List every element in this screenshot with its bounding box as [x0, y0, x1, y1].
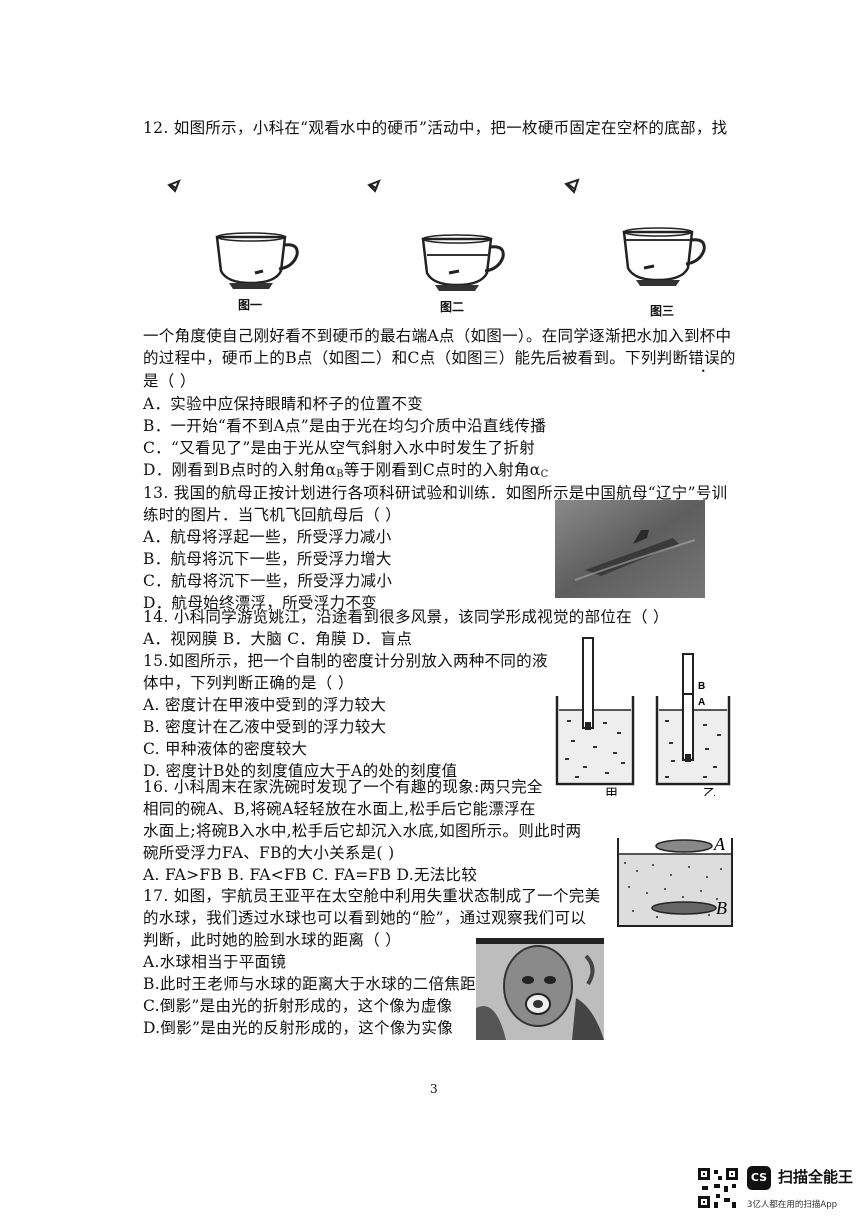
q17-option-c: C.倒影”是由光的折射形成的，这个像为虚像 — [143, 997, 453, 1015]
label-yi: 乙 — [703, 787, 716, 796]
eye-icon — [564, 178, 580, 194]
q13-option-a: A．航母将浮起一些，所受浮力减小 — [143, 528, 392, 546]
beaker-left — [555, 637, 635, 786]
q12-option-d: D．刚看到B点时的入射角αB等于刚看到C点时的入射角αC — [143, 461, 549, 480]
q16-stem-line4: 碗所受浮力FA、FB的大小关系是( ) — [143, 844, 395, 862]
q12-option-a: A．实验中应保持眼睛和杯子的位置不变 — [143, 395, 424, 413]
q12-stem-line4: 是（ ） — [143, 372, 196, 390]
q17-option-b: B.此时王老师与水球的距离大于水球的二倍焦距 — [143, 975, 476, 993]
q12-option-b: B．一开始“看不到A点”是由于光在均匀介质中沿直线传播 — [143, 417, 547, 435]
q16-stem-line1: 16. 小科周末在家洗碗时发现了一个有趣的现象:两只完全 — [143, 778, 543, 796]
page-number: 3 — [430, 1082, 438, 1096]
q15-stem-line2: 体中，下列判断正确的是（ ） — [143, 674, 354, 692]
q15-hydrometer-figure: B A 甲 乙 — [555, 637, 731, 796]
q13-stem-line2: 练时的图片．当飞机飞回航母后（ ） — [143, 506, 402, 524]
q15-option-d: D. 密度计B处的刻度值应大于A的处的刻度值 — [143, 762, 458, 780]
q13-option-c: C．航母将沉下一些，所受浮力减小 — [143, 572, 393, 590]
mark-b: B — [698, 681, 705, 692]
q12-stem-line1: 12. 如图所示，小科在“观看水中的硬币”活动中，把一枚硬币固定在空杯的底部，找 — [143, 119, 728, 137]
aircraft-carrier-photo — [555, 500, 705, 598]
q12-figure-1-caption: 图一 — [238, 298, 263, 312]
q12-emphasis: 错误 — [688, 349, 720, 367]
camscanner-logo-icon: CS — [747, 1166, 771, 1190]
q17-stem-line1: 17. 如图，宇航员王亚平在太空舱中利用失重状态制成了一个完美 — [143, 887, 601, 905]
q12-stem-line3: 的过程中，硬币上的B点（如图二）和C点（如图三）能先后被看到。下列判断错误的 — [143, 348, 736, 369]
q16-options: A. FA>FB B. FA<FB C. FA=FB D.无法比较 — [143, 866, 478, 884]
q12-figure-1 — [167, 179, 299, 289]
brand-name: 扫描全能王 — [778, 1168, 854, 1186]
q14-options: A．视网膜 B．大脑 C．角膜 D．盲点 — [143, 630, 413, 648]
q13-stem-line1: 13. 我国的航母正按计划进行各项科研试验和训练．如图所示是中国航母“辽宁”号训 — [143, 484, 728, 502]
label-jia: 甲 — [605, 787, 618, 796]
bowl-label-a: A — [713, 834, 726, 854]
q12-stem-line2: 一个角度使自己刚好看不到硬币的最右端A点（如图一）。在同学逐渐把水加入到杯中 — [143, 327, 732, 345]
q17-stem-line3: 判断，此时她的脸到水球的距离（ ） — [143, 931, 402, 949]
q12-figure-2 — [367, 179, 505, 291]
q16-stem-line3: 水面上;将碗B入水中,松手后它却沉入水底,如图所示。则此时两 — [143, 822, 582, 840]
q13-option-b: B．航母将沉下一些，所受浮力增大 — [143, 550, 392, 568]
qr-code-icon — [696, 1166, 740, 1210]
q16-bowls-figure: A B — [617, 834, 733, 927]
q17-stem-line2: 的水球，我们透过水球也可以看到她的“脸”，通过观察我们可以 — [143, 909, 587, 927]
water-ball-photo — [476, 938, 604, 1040]
brand-tagline: 3亿人都在用的扫描App — [747, 1200, 838, 1210]
q16-stem-line2: 相同的碗A、B,将碗A轻轻放在水面上,松手后它能漂浮在 — [143, 800, 536, 818]
q15-option-c: C. 甲种液体的密度较大 — [143, 740, 308, 758]
q15-stem-line1: 15.如图所示，把一个自制的密度计分别放入两种不同的液 — [143, 652, 548, 670]
eye-icon — [367, 179, 381, 193]
mark-a: A — [698, 697, 705, 708]
q17-option-d: D.倒影”是由光的反射形成的，这个像为实像 — [143, 1019, 454, 1037]
bowl-label-b: B — [716, 898, 727, 918]
q14-stem: 14. 小科同学游览姚江，沿途看到很多风景，该同学形成视觉的部位在（ ） — [143, 608, 669, 626]
q15-option-a: A. 密度计在甲液中受到的浮力较大 — [143, 696, 387, 714]
q12-figure-3-caption: 图三 — [650, 304, 675, 318]
beaker-right — [655, 653, 731, 786]
q12-option-c: C．“又看见了”是由于光从空气斜射入水中时发生了折射 — [143, 439, 536, 457]
q12-figure-2-caption: 图二 — [440, 300, 465, 314]
q17-option-a: A.水球相当于平面镜 — [143, 953, 287, 971]
eye-icon — [167, 179, 181, 193]
q13-option-d: D．航母始终漂浮，所受浮力不变 — [143, 594, 377, 612]
q15-option-b: B. 密度计在乙液中受到的浮力较大 — [143, 718, 387, 736]
q12-figure-3 — [564, 178, 706, 286]
